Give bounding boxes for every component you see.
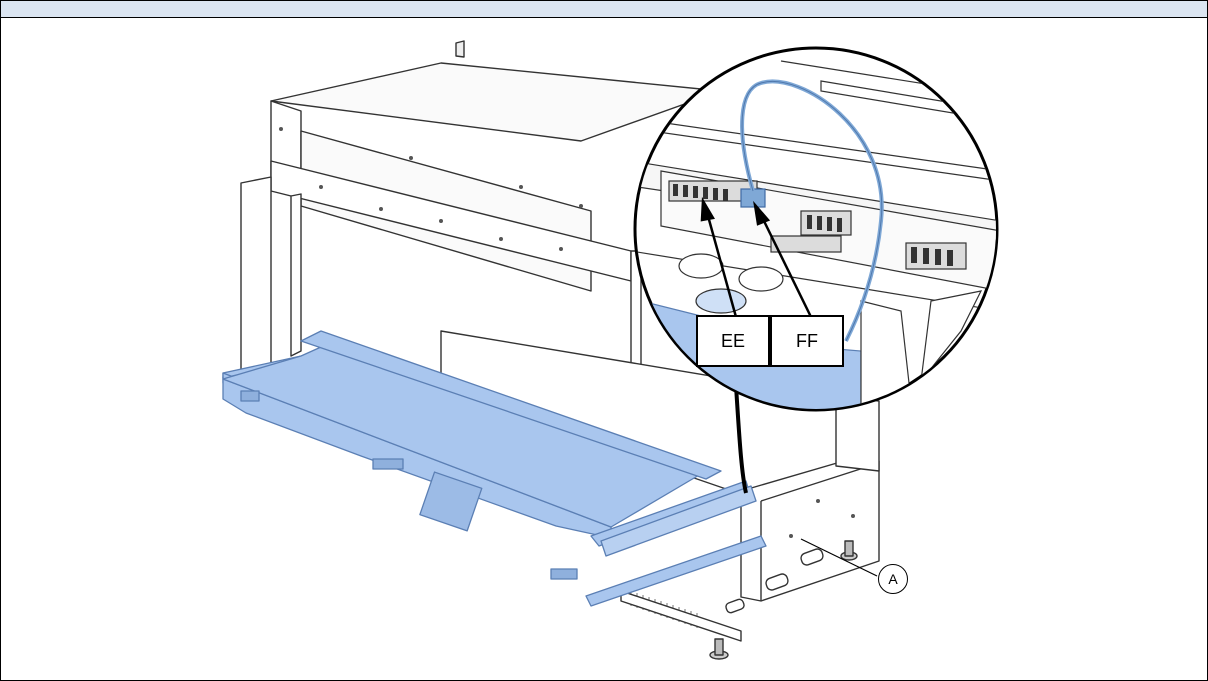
callout-ff: FF bbox=[770, 315, 844, 367]
highlighted-panel bbox=[222, 330, 767, 607]
figure-header-band bbox=[1, 1, 1207, 18]
leader-cable bbox=[734, 385, 748, 494]
callout-ee: EE bbox=[696, 315, 770, 367]
callout-a: A bbox=[878, 564, 908, 594]
callout-arrows bbox=[700, 196, 878, 577]
